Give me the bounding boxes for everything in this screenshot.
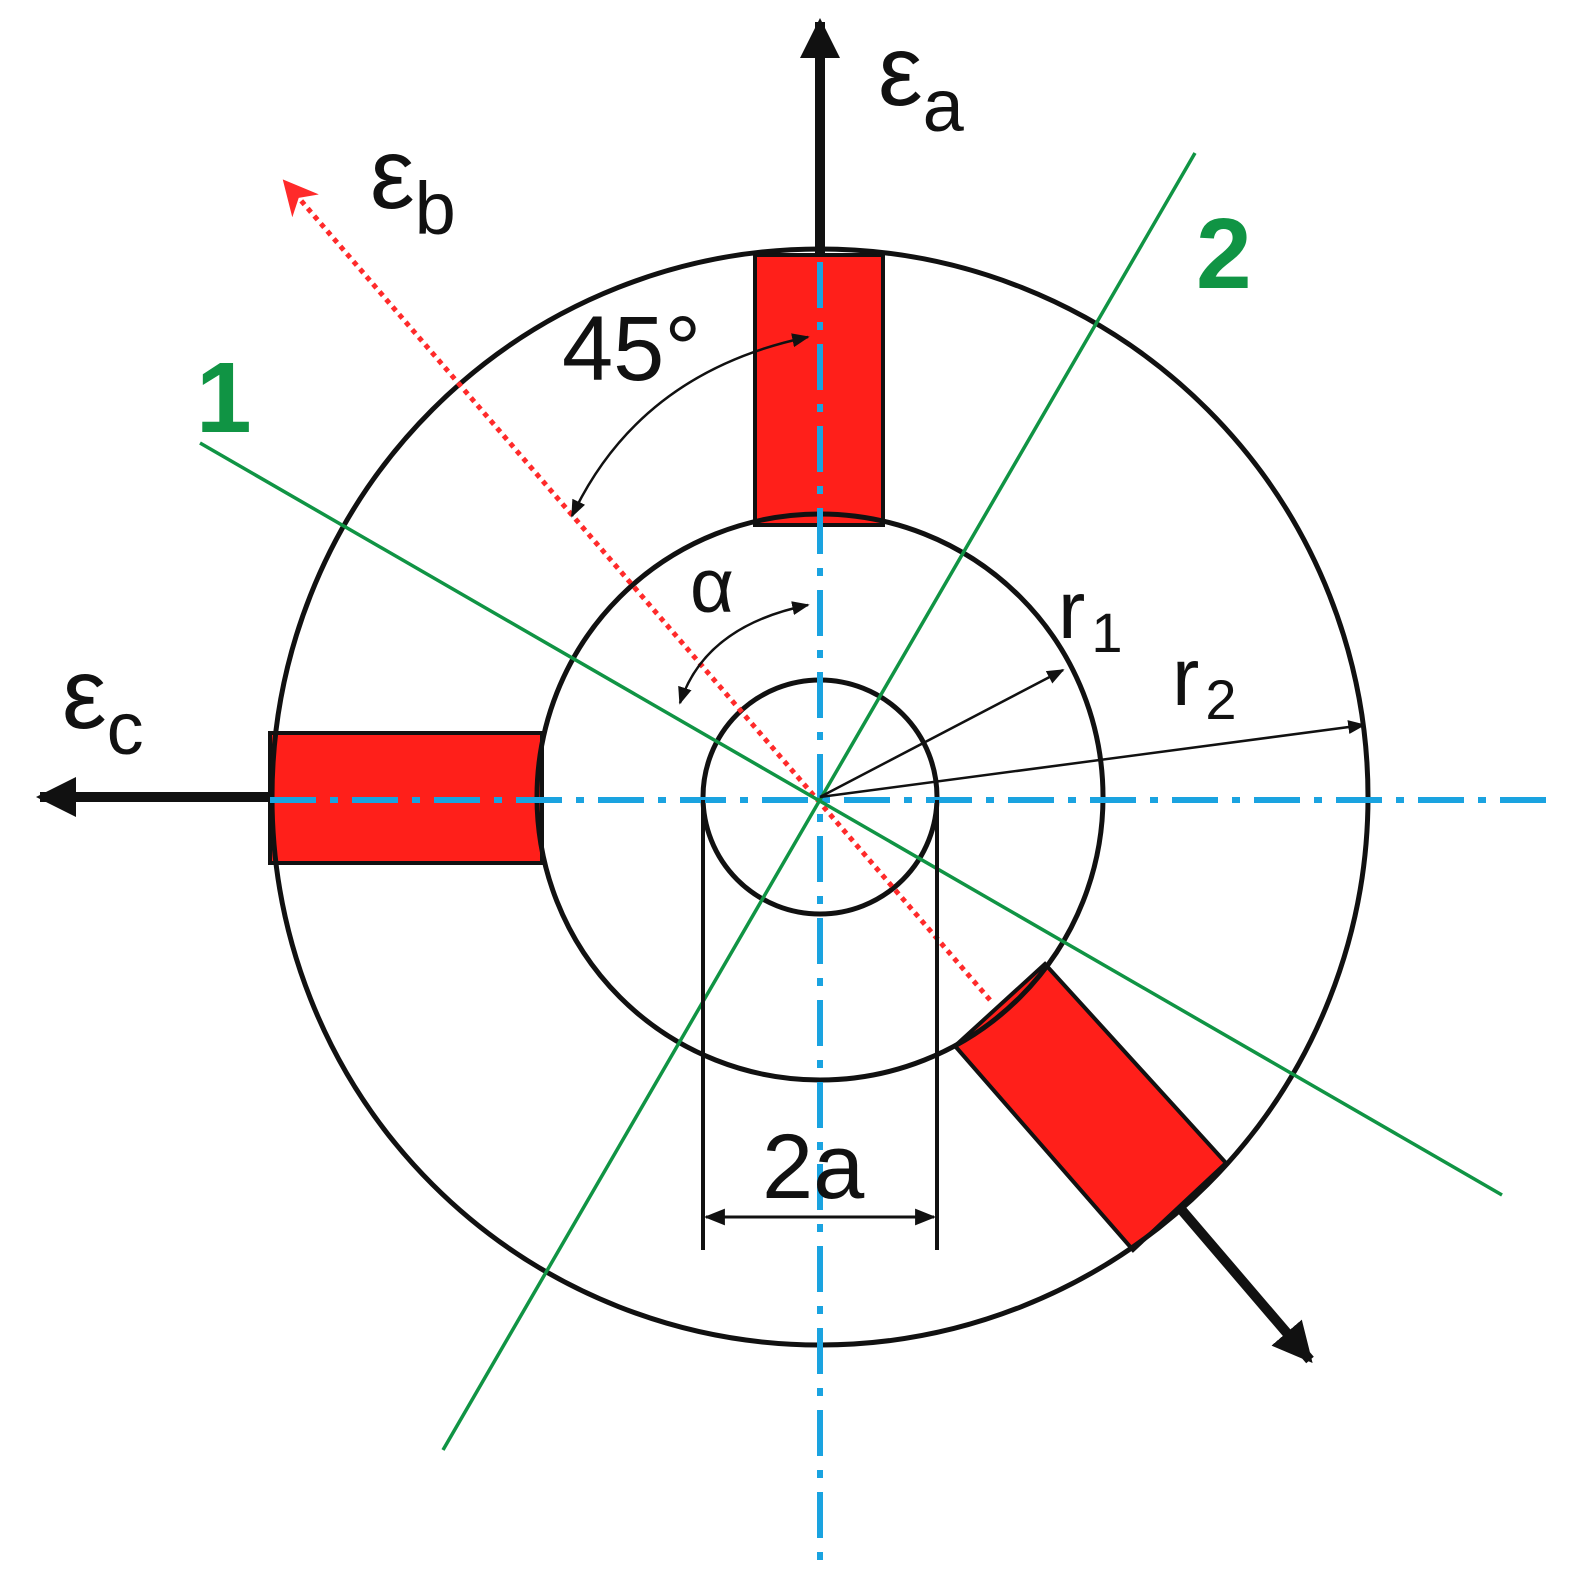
label-epsilon-a: εa <box>878 15 965 147</box>
angle-45-arc <box>570 333 810 518</box>
green-line-1 <box>199 441 1503 1197</box>
green-line-2 <box>441 152 1197 1451</box>
label-line-1: 1 <box>196 342 252 454</box>
label-epsilon-c: εc <box>62 638 144 770</box>
label-epsilon-b: εb <box>370 118 456 250</box>
label-angle-45: 45° <box>562 298 701 400</box>
label-line-2: 2 <box>1196 198 1252 310</box>
label-2a: 2a <box>762 1116 865 1218</box>
angle-alpha-arc <box>678 601 810 705</box>
label-alpha: α <box>690 544 734 629</box>
gauge-b-diagonal <box>952 961 1229 1253</box>
radius-r2-arrow <box>819 720 1366 799</box>
radius-r1-arrow <box>819 668 1065 799</box>
epsilon-diagonal-arrow <box>1176 1204 1314 1364</box>
